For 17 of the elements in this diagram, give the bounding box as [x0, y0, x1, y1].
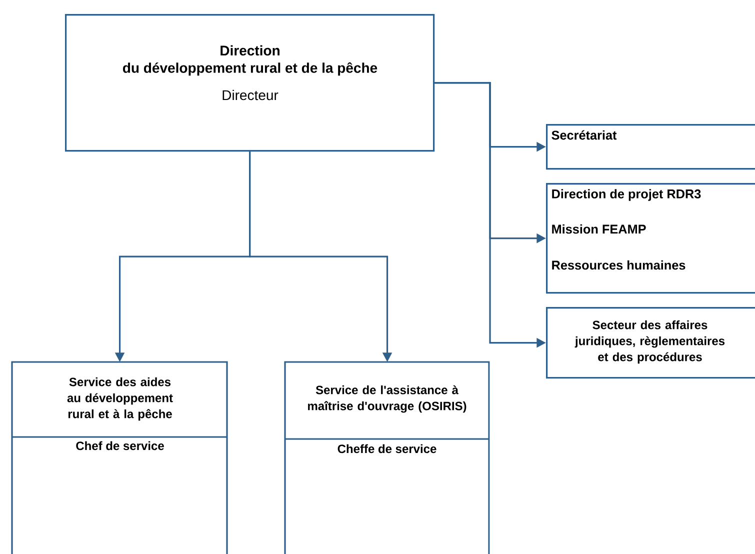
org-box: [284, 361, 490, 554]
org-box: [11, 361, 228, 554]
role-label: Chef de service: [76, 441, 164, 450]
org-box: [546, 183, 755, 294]
org-box: [546, 307, 755, 379]
org-box: [546, 124, 755, 170]
unit-label: Secteur des affaires juridiques, règlementaires et des procédures: [574, 320, 725, 364]
role-label: Directeur: [222, 90, 278, 100]
unit-label: Mission FEAMP: [552, 224, 646, 234]
org-box: [65, 14, 435, 152]
unit-label: Secrétariat: [552, 130, 617, 140]
unit-label: Service de l'assistance à maîtrise d'ouvrage (OSIRIS): [308, 385, 466, 413]
role-label: Cheffe de service: [338, 444, 436, 454]
unit-label: Ressources humaines: [552, 260, 686, 270]
unit-label: Service des aides au développement rural et à la pêche: [67, 377, 173, 421]
box-title: Direction du développement rural et de la pêche: [122, 45, 378, 76]
unit-label: Direction de projet RDR3: [552, 189, 701, 201]
